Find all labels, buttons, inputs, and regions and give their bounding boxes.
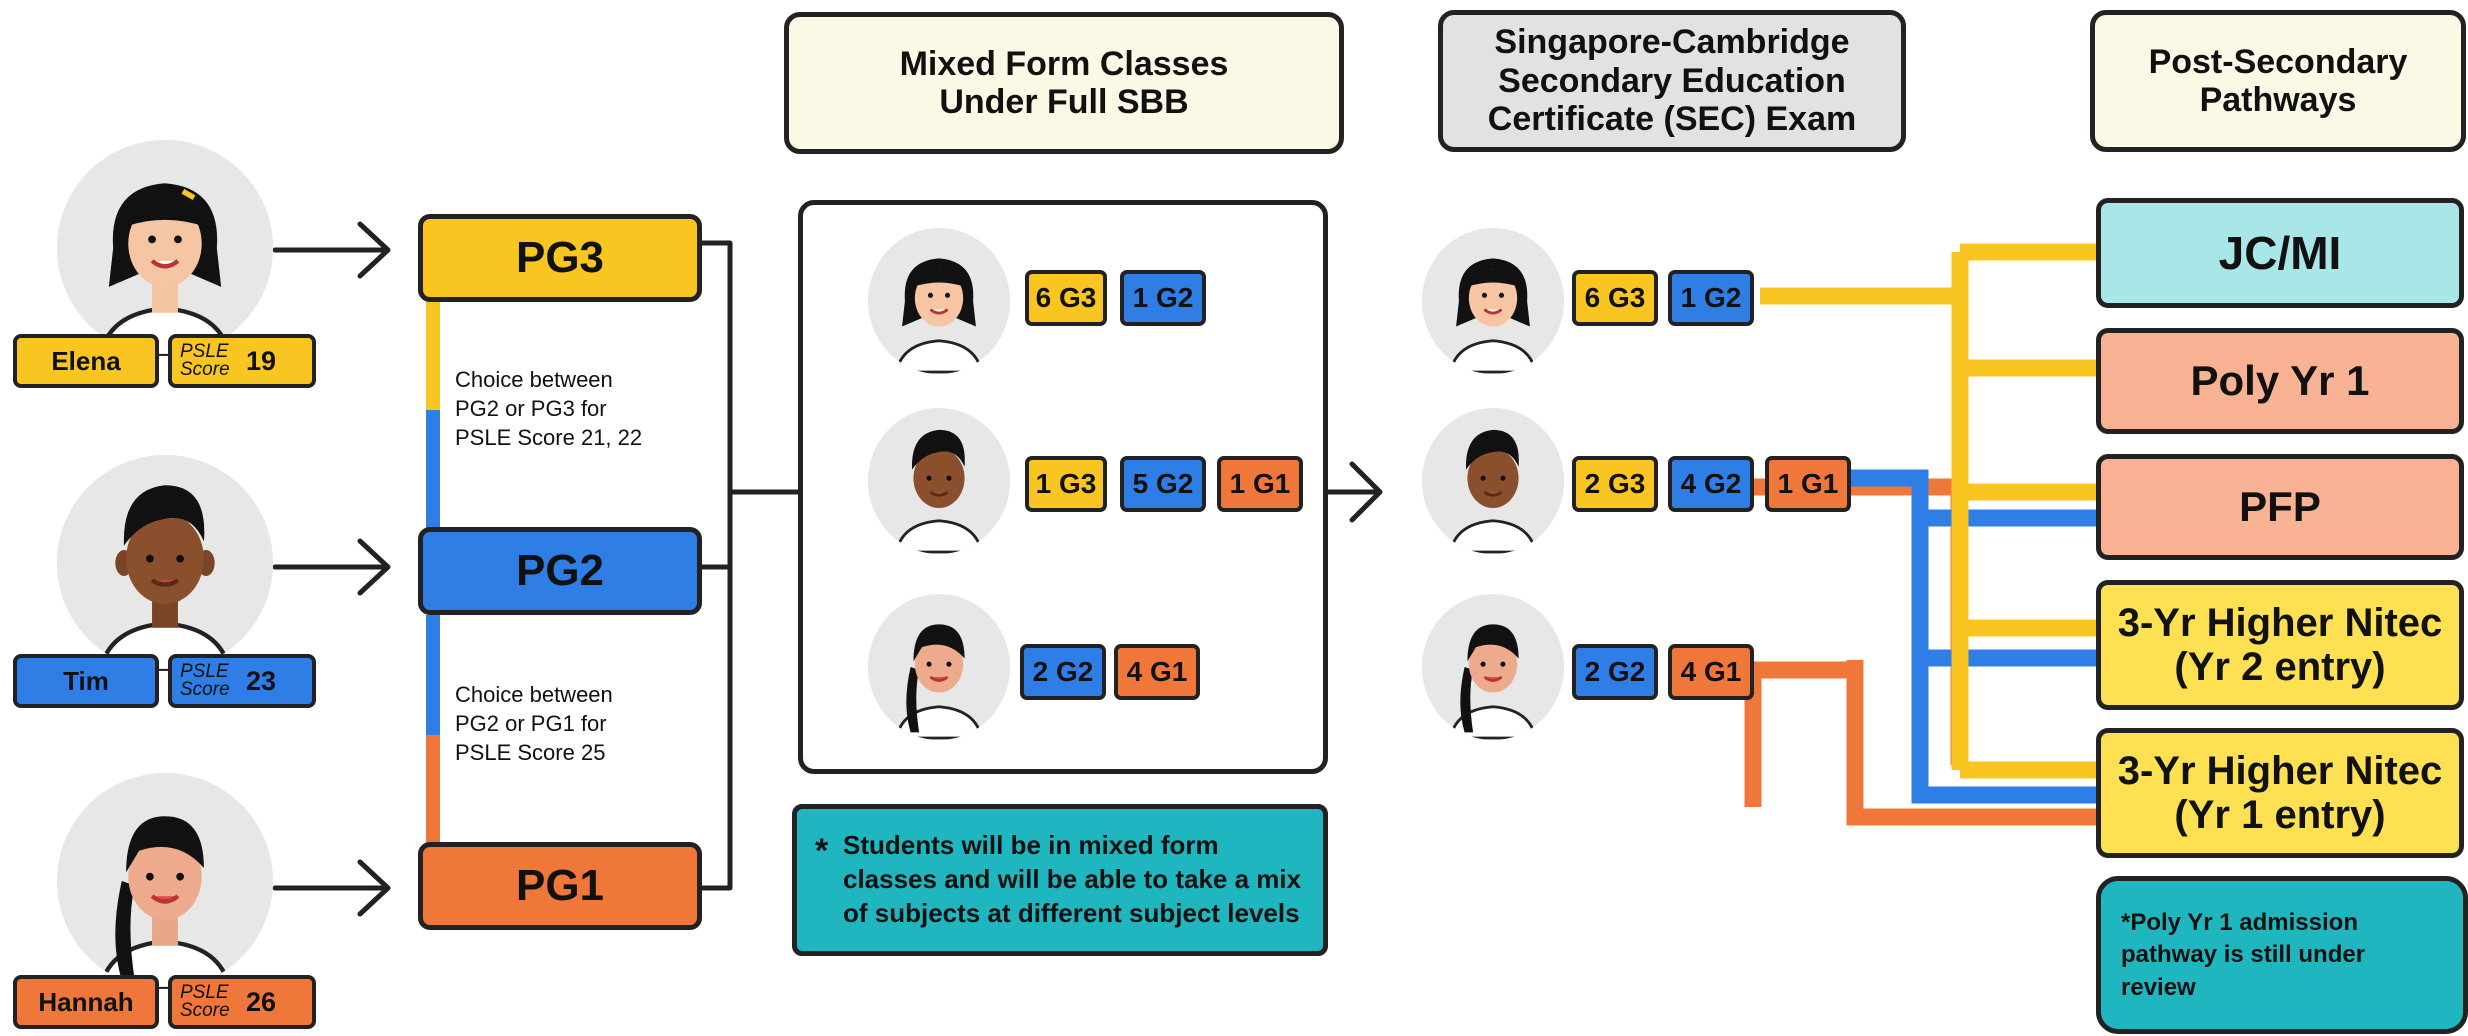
exam-tag: 2 G3 [1572, 456, 1658, 512]
choice-note-pg2-pg1: Choice between PG2 or PG1 for PSLE Score… [455, 682, 613, 766]
boy-avatar-icon [868, 408, 1010, 554]
girl-ponytail-avatar-icon [1422, 594, 1564, 740]
exam-tag: 1 G1 [1765, 456, 1851, 512]
psle-score-value: 26 [246, 986, 277, 1017]
exam-tag: 2 G2 [1572, 644, 1658, 700]
girl-ponytail-avatar-icon [57, 773, 273, 989]
student-name-hannah: Hannah [13, 975, 159, 1029]
subject-tag: 1 G2 [1120, 270, 1206, 326]
line-yellow-paths [1760, 243, 2098, 779]
exam-tag: 4 G2 [1668, 456, 1754, 512]
header-sec-exam: Singapore-Cambridge Secondary Education … [1438, 10, 1906, 152]
note-asterisk: * [815, 832, 829, 870]
exam-tag: 1 G2 [1668, 270, 1754, 326]
pathway-pfp: PFP [2096, 454, 2464, 560]
header-mixed-form-classes: Mixed Form Classes Under Full SBB [784, 12, 1344, 154]
posting-group-pg1: PG1 [418, 842, 702, 930]
psle-score-elena: PSLE Score 19 [168, 334, 316, 388]
boy-avatar-icon [57, 455, 273, 671]
student-name-elena: Elena [13, 334, 159, 388]
pathway-poly-yr1: Poly Yr 1 [2096, 328, 2464, 434]
arrow-tim-pg2 [272, 538, 391, 596]
psle-score-hannah: PSLE Score 26 [168, 975, 316, 1029]
arrow-elena-pg3 [272, 221, 391, 279]
psle-score-label: PSLE Score [180, 340, 230, 380]
exam-tag: 6 G3 [1572, 270, 1658, 326]
pathway-higher-nitec-yr2: 3-Yr Higher Nitec (Yr 2 entry) [2096, 580, 2464, 710]
subject-tag: 1 G3 [1025, 456, 1107, 512]
bracket-pg [697, 240, 733, 891]
posting-group-pg3: PG3 [418, 214, 702, 302]
note-mixed-classes: * Students will be in mixed form classes… [792, 804, 1328, 956]
subject-tag: 5 G2 [1120, 456, 1206, 512]
exam-tag: 4 G1 [1668, 644, 1754, 700]
arrow-hannah-pg1 [272, 859, 391, 917]
girl-short-hair-avatar-icon [868, 228, 1010, 374]
psle-score-value: 19 [246, 345, 277, 376]
student-name-tim: Tim [13, 654, 159, 708]
girl-ponytail-avatar-icon [868, 594, 1010, 740]
psle-score-tim: PSLE Score 23 [168, 654, 316, 708]
note-mixed-text: Students will be in mixed form classes a… [843, 830, 1302, 928]
girl-short-hair-avatar-icon [57, 140, 273, 356]
subject-tag: 6 G3 [1025, 270, 1107, 326]
pathway-jc-mi: JC/MI [2096, 198, 2464, 308]
boy-avatar-icon [1422, 408, 1564, 554]
choice-note-pg2-pg3: Choice between PG2 or PG3 for PSLE Score… [455, 367, 643, 451]
psle-score-label: PSLE Score [180, 660, 230, 700]
arrow-mixed-to-sec [1325, 461, 1383, 523]
pathway-higher-nitec-yr1: 3-Yr Higher Nitec (Yr 1 entry) [2096, 728, 2464, 858]
posting-group-pg2: PG2 [418, 527, 702, 615]
girl-short-hair-avatar-icon [1422, 228, 1564, 374]
subject-tag: 2 G2 [1020, 644, 1106, 700]
subject-tag: 1 G1 [1217, 456, 1303, 512]
psle-score-label: PSLE Score [180, 981, 230, 1021]
header-post-secondary: Post-Secondary Pathways [2090, 10, 2466, 152]
note-poly-review: *Poly Yr 1 admission pathway is still un… [2096, 876, 2468, 1034]
psle-score-value: 23 [246, 665, 277, 696]
subject-tag: 4 G1 [1114, 644, 1200, 700]
